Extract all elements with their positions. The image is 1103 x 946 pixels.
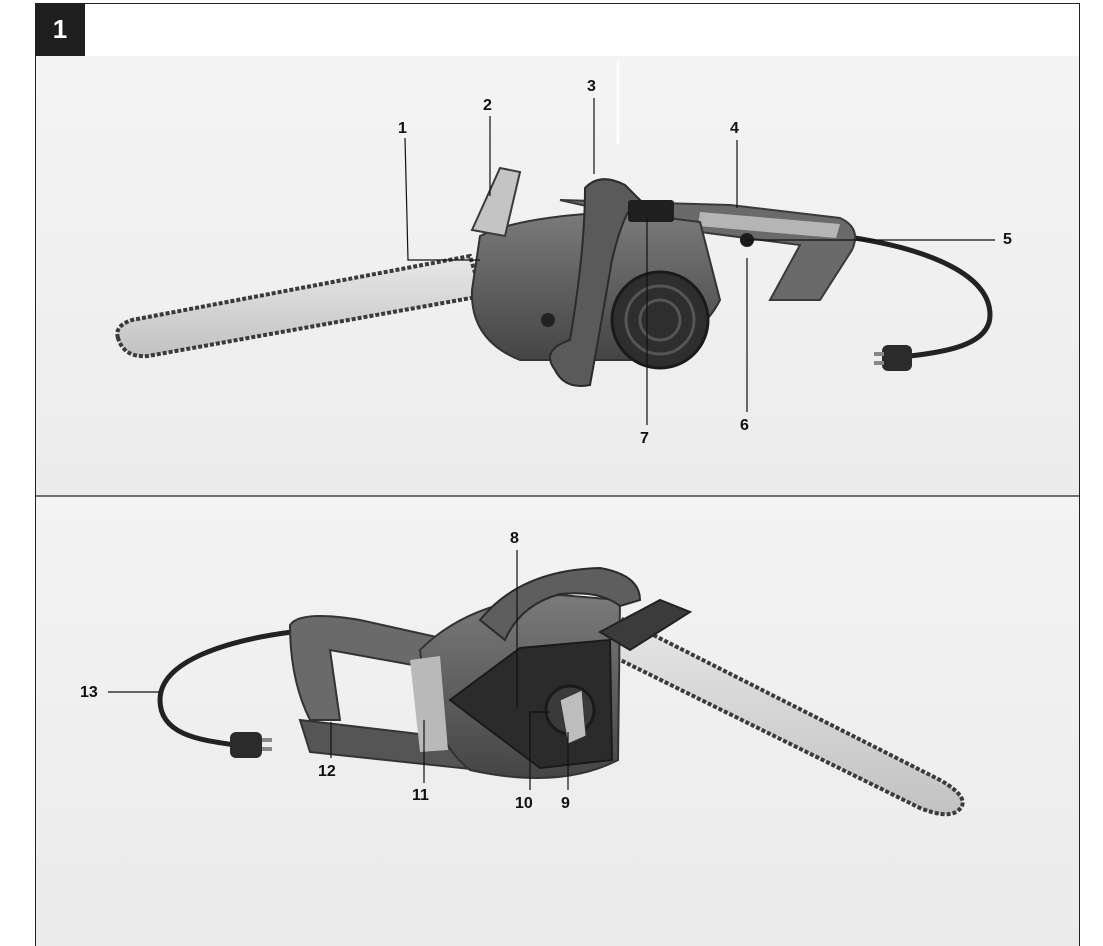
bottom-callouts: 8 9 10 11 12 13 (80, 530, 570, 812)
callout-3: 3 (587, 78, 596, 95)
figure-number: 1 (52, 14, 68, 44)
bottom-accent-strip (410, 656, 448, 752)
callout-5: 5 (1003, 231, 1012, 248)
bottom-hand-guard (597, 598, 693, 652)
bottom-power-plug (230, 732, 272, 758)
callout-1: 1 (398, 120, 407, 137)
callout-13: 13 (80, 684, 98, 701)
callout-6: 6 (740, 417, 749, 434)
top-power-plug (874, 345, 912, 371)
top-chainsaw-illustration (115, 60, 993, 387)
callout-8: 8 (510, 530, 519, 547)
callout-7: 7 (640, 430, 649, 447)
top-handle-grip-accent (698, 212, 840, 238)
bottom-rear-handle (288, 615, 452, 721)
callout-4: 4 (730, 120, 739, 137)
callout-11: 11 (412, 787, 429, 804)
top-callouts: 1 2 3 4 5 6 7 (398, 78, 1012, 447)
figure-number-badge: 1 (35, 3, 85, 56)
bottom-power-cord (157, 629, 293, 748)
bottom-front-handle (478, 566, 642, 642)
top-on-off-switch (628, 200, 674, 222)
bottom-guide-bar (593, 604, 965, 817)
callout-10: 10 (515, 795, 533, 812)
callout-9: 9 (561, 795, 570, 812)
bottom-chainsaw-illustration (157, 566, 965, 817)
top-power-cord (854, 235, 993, 359)
callout-2: 2 (483, 97, 492, 114)
callout-12: 12 (318, 763, 336, 780)
top-hand-guard (470, 166, 522, 238)
